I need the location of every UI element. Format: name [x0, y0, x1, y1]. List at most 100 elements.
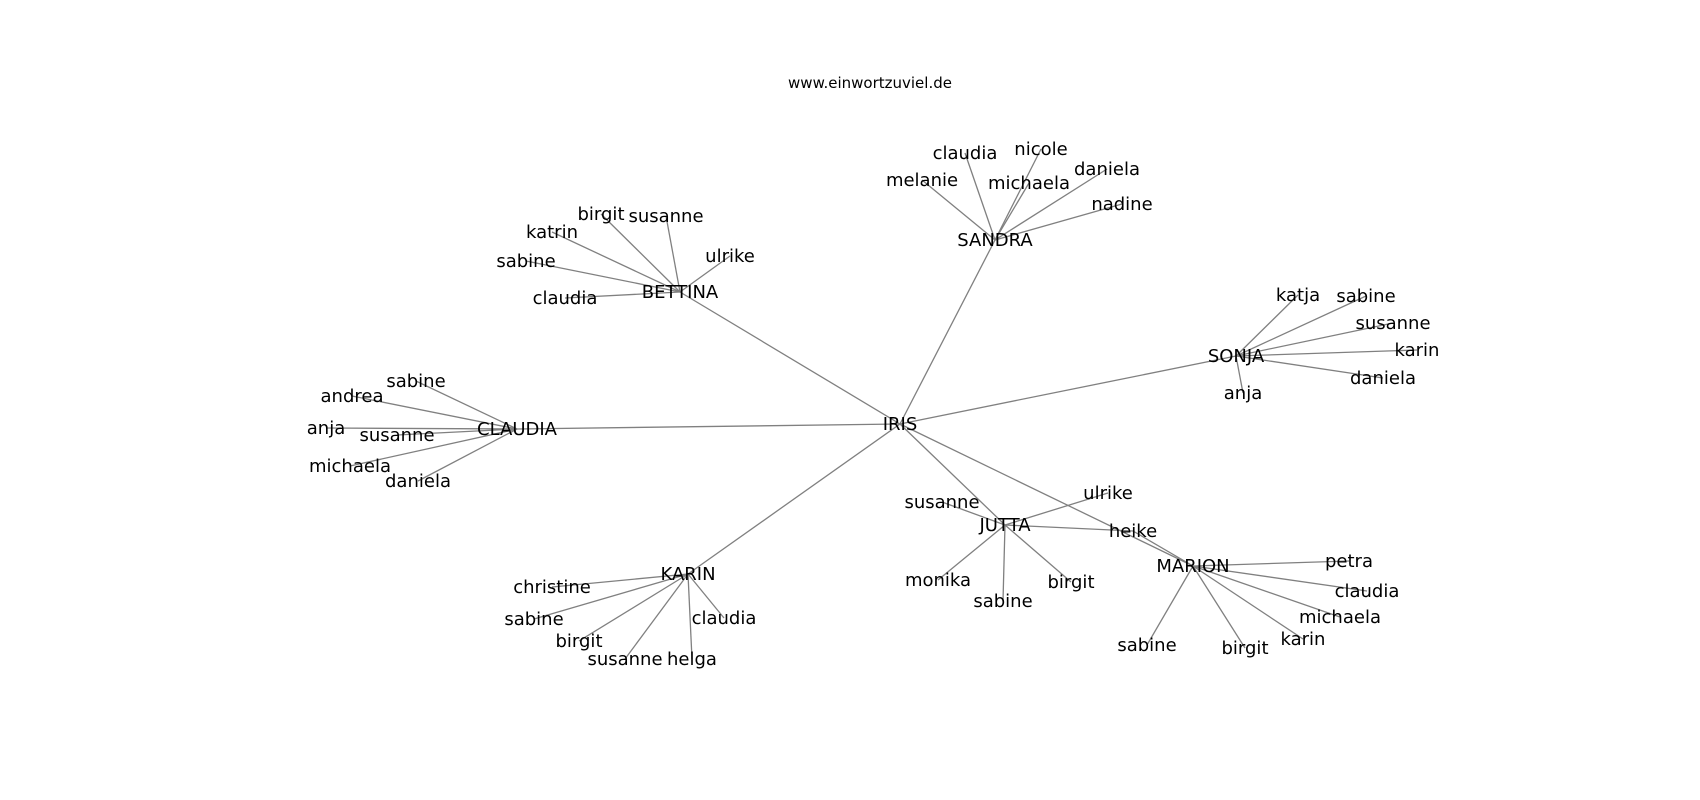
edge-jutta-j_birgit — [1004, 524, 1072, 583]
edge-iris-karin_hub — [687, 423, 901, 575]
node-so-katja: katja — [1276, 285, 1320, 306]
edge-claudia_hub-c_sabine — [415, 380, 518, 430]
node-c-anja: anja — [307, 418, 345, 439]
node-s-claudia: claudia — [933, 143, 998, 164]
node-b-ulrike: ulrike — [705, 246, 755, 267]
edge-iris-claudia_hub — [516, 423, 901, 430]
edge-sandra-s_daniela — [994, 168, 1108, 241]
edge-iris-sonja — [899, 355, 1237, 425]
edge-jutta-j_ulrike — [1004, 492, 1109, 526]
node-j-ulrike: ulrike — [1083, 483, 1133, 504]
edge-marion-m_claudia — [1192, 565, 1368, 592]
edge-claudia_hub-c_anja — [325, 427, 518, 430]
edge-karin_hub-k_christine — [551, 573, 689, 588]
edge-jutta-j_sabine — [1002, 524, 1006, 602]
edge-jutta-j_susanne — [941, 501, 1006, 526]
node-s-nicole: nicole — [1014, 139, 1067, 160]
edge-bettina-b_sabine — [525, 260, 681, 293]
edge-bettina-b_birgit — [600, 213, 681, 293]
edge-marion-m_michaela — [1192, 565, 1341, 618]
node-so-anja: anja — [1224, 383, 1262, 404]
hub-node-sandra: SANDRA — [957, 230, 1033, 251]
node-so-susanne: susanne — [1355, 313, 1430, 334]
node-k-claudia: claudia — [692, 608, 757, 629]
edge-iris-marion — [899, 423, 1194, 567]
edge-claudia_hub-c_michaela — [349, 428, 518, 467]
node-k-sabine: sabine — [504, 609, 563, 630]
node-k-susanne: susanne — [587, 649, 662, 670]
edge-karin_hub-k_birgit — [578, 573, 689, 642]
node-k-christine: christine — [513, 577, 591, 598]
node-heike: heike — [1109, 521, 1157, 542]
edge-bettina-b_katrin — [551, 231, 681, 293]
edge-iris-bettina — [679, 291, 901, 425]
edge-sonja-so_anja — [1235, 355, 1244, 394]
node-k-helga: helga — [667, 649, 717, 670]
node-b-susanne: susanne — [628, 206, 703, 227]
edge-sonja-so_daniela — [1235, 355, 1384, 379]
hub-node-claudia-hub: CLAUDIA — [477, 419, 558, 440]
edge-claudia_hub-c_andrea — [351, 395, 518, 430]
node-s-melanie: melanie — [886, 170, 958, 191]
labels-layer: IRISSANDRABETTINASONJACLAUDIAKARINJUTTAM… — [307, 139, 1440, 670]
edge-karin_hub-k_helga — [687, 573, 693, 660]
edge-marion-m_karin — [1192, 565, 1304, 640]
edge-bettina-b_claudia — [564, 291, 681, 299]
edge-bettina-b_susanne — [665, 215, 681, 293]
edge-sonja-so_sabine — [1235, 295, 1367, 357]
node-s-michaela: michaela — [988, 173, 1070, 194]
edge-iris-sandra — [899, 239, 996, 425]
node-j-monika: monika — [905, 570, 971, 591]
node-b-sabine: sabine — [496, 251, 555, 272]
node-c-sabine: sabine — [386, 371, 445, 392]
node-k-birgit: birgit — [556, 631, 603, 652]
node-b-claudia: claudia — [533, 288, 598, 309]
edge-sandra-s_nadine — [994, 203, 1123, 241]
node-c-susanne: susanne — [359, 425, 434, 446]
node-j-birgit: birgit — [1048, 572, 1095, 593]
edge-jutta-heike — [1004, 524, 1134, 532]
edge-marion-m_sabine — [1146, 565, 1194, 646]
edge-marion-m_birgit — [1192, 565, 1246, 649]
edges-layer — [325, 148, 1418, 660]
node-c-michaela: michaela — [309, 456, 391, 477]
edge-claudia_hub-c_daniela — [417, 428, 518, 482]
hub-node-bettina: BETTINA — [642, 282, 719, 303]
node-c-daniela: daniela — [385, 471, 451, 492]
edge-sonja-so_katja — [1235, 294, 1299, 357]
hub-node-iris: IRIS — [883, 414, 918, 435]
edge-iris-jutta — [899, 423, 1006, 526]
edge-sandra-s_michaela — [994, 182, 1030, 241]
node-b-birgit: birgit — [578, 204, 625, 225]
hub-node-sonja: SONJA — [1208, 346, 1265, 367]
edge-sandra-s_nicole — [994, 148, 1042, 241]
node-s-nadine: nadine — [1091, 194, 1152, 215]
node-s-daniela: daniela — [1074, 159, 1140, 180]
edge-marion-m_petra — [1192, 560, 1350, 567]
hub-node-marion: MARION — [1156, 556, 1229, 577]
node-so-daniela: daniela — [1350, 368, 1416, 389]
edge-bettina-b_ulrike — [679, 255, 731, 293]
edge-karin_hub-k_sabine — [533, 573, 689, 620]
node-m-claudia: claudia — [1335, 581, 1400, 602]
edge-karin_hub-k_claudia — [687, 573, 725, 619]
node-m-karin: karin — [1281, 629, 1326, 650]
node-j-susanne: susanne — [904, 492, 979, 513]
node-m-sabine: sabine — [1117, 635, 1176, 656]
node-c-andrea: andrea — [321, 386, 384, 407]
edge-sandra-s_claudia — [964, 152, 996, 241]
node-m-birgit: birgit — [1222, 638, 1269, 659]
node-b-katrin: katrin — [526, 222, 578, 243]
edge-jutta-j_monika — [937, 524, 1006, 581]
source-caption: www.einwortzuviel.de — [788, 74, 952, 92]
node-so-sabine: sabine — [1336, 286, 1395, 307]
edge-karin_hub-k_susanne — [624, 573, 689, 660]
node-j-sabine: sabine — [973, 591, 1032, 612]
edge-sandra-s_melanie — [921, 179, 996, 241]
node-m-michaela: michaela — [1299, 607, 1381, 628]
edge-heike-marion — [1132, 530, 1194, 567]
hub-node-karin-hub: KARIN — [660, 564, 715, 585]
edge-sonja-so_karin — [1235, 349, 1418, 357]
edge-sonja-so_susanne — [1235, 322, 1394, 357]
